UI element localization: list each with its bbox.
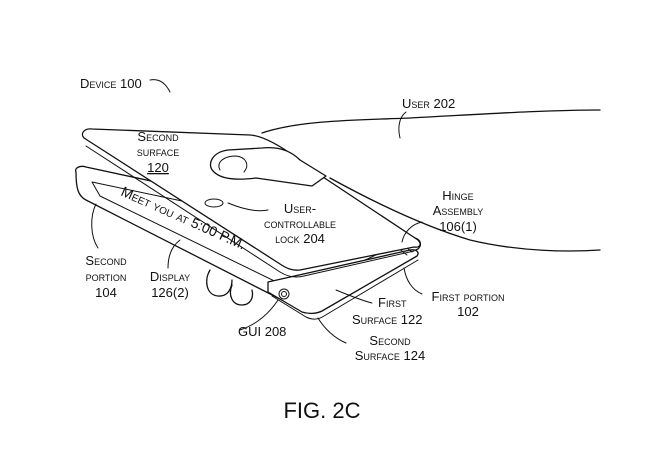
leader-second-surface-b: [317, 317, 347, 344]
label-user: User 202: [402, 96, 455, 111]
leader-user: [398, 111, 407, 139]
upper-portion-edge: [85, 145, 415, 278]
gui-icon-inner: [281, 291, 287, 297]
gui-icon-outer: [278, 288, 290, 300]
label-lock-line2: controllable: [264, 216, 336, 231]
leader-first-portion: [403, 267, 423, 295]
leader-gui: [239, 299, 279, 331]
label-first-portion-line1: First portion: [432, 289, 505, 304]
first-portion-edge: [271, 259, 419, 320]
label-first-surface-line1: First: [378, 295, 407, 310]
label-lock-line1: User-: [284, 201, 316, 216]
figure-caption: FIG. 2C: [283, 398, 360, 423]
leader-device: [149, 79, 171, 93]
label-second-surface-line1: Second: [137, 129, 179, 144]
label-second-surface-line2: surface: [137, 144, 180, 159]
label-second-surface-b-line1: Second: [369, 333, 411, 348]
leader-hinge: [401, 221, 423, 243]
user-arm-top-line: [261, 109, 601, 134]
label-lock-line3: lock 204: [275, 231, 325, 246]
finger-2: [229, 284, 254, 306]
leader-display: [167, 239, 181, 269]
label-device: Device 100: [80, 76, 142, 91]
label-second-surface-line3: 120: [147, 160, 169, 175]
label-second-surface-b-line2: Surface 124: [355, 348, 425, 363]
label-second-portion-line1: Second: [85, 253, 127, 268]
leader-first-surface: [335, 289, 373, 304]
label-second-portion-line2: portion: [86, 269, 127, 284]
leader-second-portion: [91, 203, 99, 249]
label-gui: GUI 208: [238, 324, 286, 339]
lock-button: [204, 198, 224, 208]
first-portion-body: [267, 249, 419, 315]
label-second-portion-line3: 104: [95, 285, 117, 300]
label-display-line1: Display: [150, 269, 190, 284]
label-first-surface-line2: Surface 122: [352, 312, 422, 327]
label-first-portion-line2: 102: [457, 304, 479, 319]
user-thumb: [209, 146, 327, 187]
thumb-nail: [218, 155, 248, 173]
user-arm-bottom-line: [329, 177, 601, 252]
finger-1: [206, 269, 233, 297]
label-display-line2: 126(2): [151, 285, 189, 300]
label-hinge-line3: 106(1): [439, 219, 477, 234]
label-hinge-line2: Assembly: [433, 203, 484, 218]
leader-lock: [227, 202, 269, 212]
label-hinge-line1: Hinge: [442, 188, 473, 203]
